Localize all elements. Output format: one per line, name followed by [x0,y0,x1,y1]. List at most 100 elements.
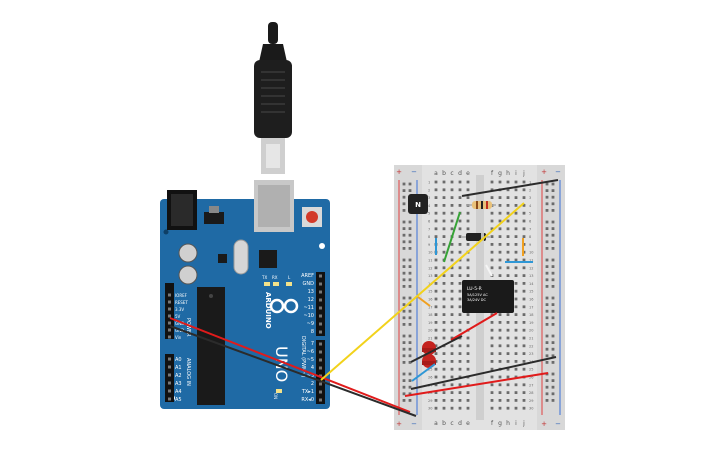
analog-label: ANALOG IN [185,358,191,386]
transistor: N [408,194,428,214]
breadboard-hole [402,385,406,389]
breadboard-row-number: 20 [529,329,533,333]
header-pin [168,293,171,297]
breadboard-hole [442,235,446,238]
breadboard-hole [466,391,470,394]
breadboard-column-label: h [506,420,510,427]
header-pin [319,342,322,346]
breadboard-hole [458,196,462,199]
breadboard-hole [514,250,518,254]
breadboard-hole [490,180,494,184]
breadboard-hole [458,391,462,394]
breadboard-hole [434,344,438,348]
breadboard-hole [490,375,494,379]
power-label: POWER [185,318,191,337]
rail-minus-top-right: − [555,168,561,176]
breadboard-hole [408,296,412,300]
breadboard-hole [434,367,438,371]
breadboard-hole [522,188,526,192]
breadboard-hole [522,406,526,410]
breadboard-row-number: 19 [428,321,432,325]
breadboard-hole [551,379,555,382]
header-pin [168,381,171,385]
breadboard-hole [522,328,526,332]
breadboard-hole [408,399,412,402]
breadboard-hole [506,352,510,355]
header-pin [168,307,171,311]
breadboard-hole [402,392,406,396]
breadboard-hole [551,296,555,300]
breadboard-hole [514,235,518,238]
breadboard-hole [434,289,438,293]
breadboard-hole [506,406,510,410]
breadboard-hole [442,360,446,363]
breadboard-row-number: 21 [529,337,533,341]
breadboard-row-number: 29 [428,399,432,403]
breadboard-hole [490,344,494,348]
breadboard-hole [551,189,555,192]
breadboard-hole [408,309,412,313]
wire-yellow-signal [320,202,525,381]
breadboard-row-number: 12 [428,266,432,270]
power-pin-3v3: 3.3V [175,307,184,312]
breadboard-row-number: 3 [428,196,430,200]
breadboard-hole [450,406,454,410]
breadboard-column-label: e [466,170,470,177]
rail-minus-bottom-left: − [411,420,417,428]
breadboard-hole [402,265,406,268]
breadboard-hole [514,321,518,324]
breadboard-hole [442,399,446,402]
breadboard-row-number: 14 [529,282,534,286]
breadboard-hole [506,336,510,340]
breadboard-hole [466,313,470,316]
breadboard-row-number: 2 [428,188,430,192]
breadboard-hole [522,360,526,363]
breadboard-hole [545,399,549,402]
breadboard-hole [402,195,406,199]
breadboard-hole [490,266,494,270]
digital-pin-12: 12 [308,297,314,303]
breadboard-hole [408,303,412,306]
breadboard-hole [490,360,494,363]
breadboard-hole [434,204,438,207]
breadboard-hole [402,209,406,212]
breadboard-hole [490,227,494,231]
breadboard-hole [442,297,446,301]
breadboard-hole [514,297,518,301]
rx-label: RX [272,275,278,280]
breadboard-hole [402,220,406,224]
breadboard-hole [442,204,446,207]
breadboard-row-number: 30 [529,407,533,411]
breadboard-hole [466,406,470,410]
breadboard-hole [498,180,502,184]
breadboard-hole [514,258,518,262]
header-pin [168,321,171,325]
breadboard-hole [551,220,555,224]
breadboard-hole [490,367,494,371]
breadboard-hole [498,321,502,324]
header-pin [319,358,322,362]
breadboard-hole [408,372,412,376]
breadboard-hole [434,383,438,387]
breadboard-hole [442,328,446,332]
header-pin [319,390,322,394]
breadboard-hole [458,227,462,231]
breadboard-hole [522,258,526,262]
breadboard-hole [466,367,470,371]
breadboard-hole [402,182,406,186]
breadboard-hole [442,375,446,379]
breadboard-hole [408,271,412,275]
breadboard-hole [551,182,555,186]
breadboard-hole [545,258,549,262]
breadboard-row-number: 18 [428,313,432,317]
breadboard-hole [408,278,412,282]
model-label: UNO [272,346,291,382]
breadboard-hole [458,180,462,184]
breadboard-hole [458,289,462,293]
breadboard-column-label: f [491,170,494,177]
breadboard-hole [450,297,454,301]
arduino-logo [269,298,299,314]
breadboard-row-number: 1 [428,181,430,185]
breadboard-hole [466,180,470,184]
l-label: L [288,275,291,280]
